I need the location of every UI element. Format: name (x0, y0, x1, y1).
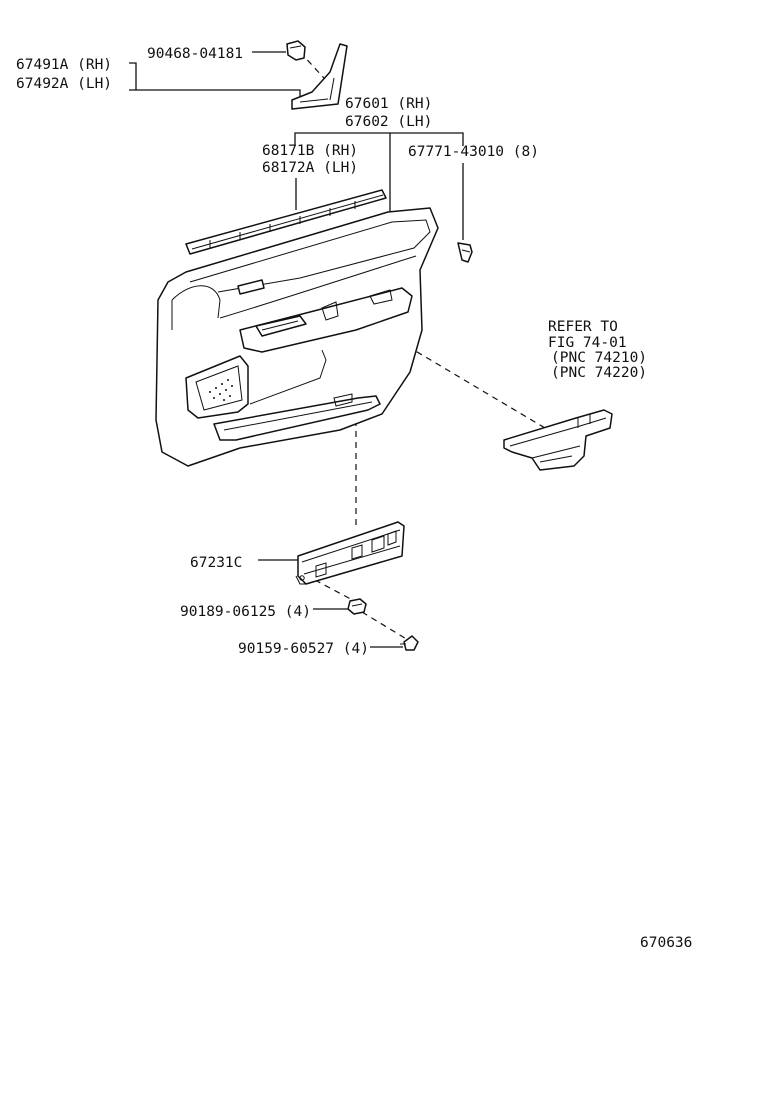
leader-67491a-to-moulding (136, 89, 301, 100)
leader-bracket-67601 (294, 132, 464, 146)
weatherstrip-drawing (185, 189, 387, 255)
switch-base-drawing (503, 409, 613, 471)
label-67231c: 67231C (190, 555, 242, 571)
screw-90159-drawing (400, 635, 419, 651)
label-68172a-lh: 68172A (LH) (262, 160, 358, 176)
label-68171b-rh: 68171B (RH) (262, 143, 358, 159)
label-pnc-74210: (PNC 74210) (551, 350, 647, 366)
clip-90468-drawing (286, 40, 306, 61)
label-67491a-rh: 67491A (RH) (16, 57, 112, 73)
label-67771-43010: 67771-43010 (8) (408, 144, 539, 160)
corner-moulding-drawing (291, 43, 348, 110)
label-90189-06125: 90189-06125 (4) (180, 604, 311, 620)
screw-clip-drawing (457, 242, 473, 263)
label-fig-74-01: FIG 74-01 (548, 335, 627, 351)
dash-pocket-to-nut (314, 579, 361, 605)
label-refer-to: REFER TO (548, 319, 618, 335)
door-pocket-drawing (295, 521, 405, 585)
label-90159-60527: 90159-60527 (4) (238, 641, 369, 657)
dash-clip-to-moulding (299, 51, 336, 91)
label-pnc-74220: (PNC 74220) (551, 365, 647, 381)
label-67492a-lh: 67492A (LH) (16, 76, 112, 92)
label-67602-lh: 67602 (LH) (345, 114, 432, 130)
leader-bracket-67491a (129, 62, 137, 91)
label-90468-04181: 90468-04181 (147, 46, 243, 62)
nut-90189-drawing (347, 598, 367, 615)
speaker-grille-dots (209, 379, 233, 401)
dash-nut-to-screw (361, 611, 409, 641)
door-trim-panel-drawing (155, 207, 439, 467)
label-67601-rh: 67601 (RH) (345, 96, 432, 112)
figure-number: 670636 (640, 935, 692, 951)
